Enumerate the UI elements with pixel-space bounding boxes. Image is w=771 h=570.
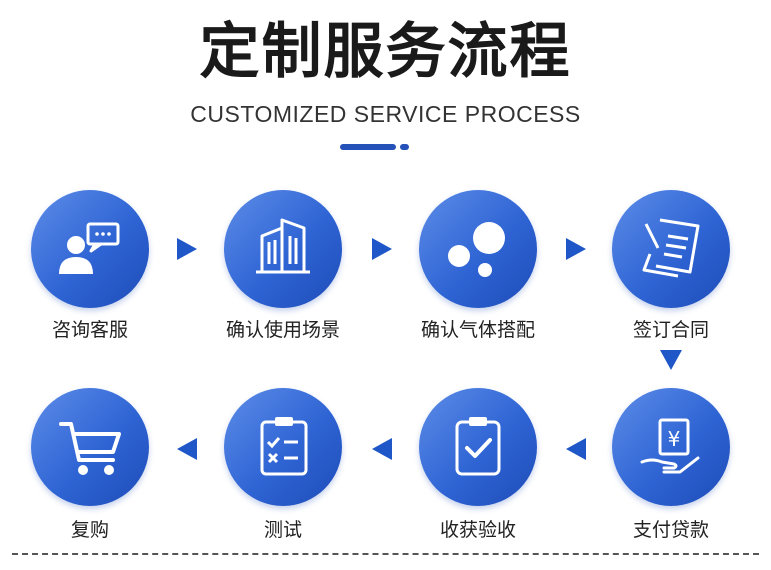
arrow-right-icon (372, 238, 392, 260)
step-contract-circle (612, 190, 730, 308)
step-label: 确认气体搭配 (420, 319, 535, 341)
step-scenario-circle (224, 190, 342, 308)
arrow-down-icon (660, 350, 682, 370)
step-label: 支付贷款 (632, 519, 709, 541)
step-consult-circle (31, 190, 149, 308)
buildings-icon (256, 218, 310, 274)
page-subtitle: CUSTOMIZED SERVICE PROCESS (190, 101, 581, 127)
customer-service-chat-icon (59, 222, 120, 274)
svg-text:¥: ¥ (668, 427, 681, 451)
step-gas-circle (419, 190, 537, 308)
arrow-right-icon (177, 238, 197, 260)
step-test-circle (224, 388, 342, 506)
contract-sign-icon (642, 218, 700, 278)
title-underline-long (340, 144, 396, 150)
arrow-left-icon (177, 438, 197, 460)
clipboard-check-icon (455, 417, 501, 476)
page-title: 定制服务流程 (199, 17, 572, 87)
arrow-right-icon (566, 238, 586, 260)
step-repurchase-circle (31, 388, 149, 506)
step-label: 收获验收 (439, 519, 516, 541)
step-label: 签订合同 (632, 319, 709, 341)
step-label: 复购 (70, 519, 109, 541)
step-label: 确认使用场景 (225, 319, 340, 341)
arrow-left-icon (566, 438, 586, 460)
payment-hand-icon: ¥ (640, 418, 700, 474)
arrow-left-icon (372, 438, 392, 460)
title-underline-dot (400, 144, 409, 150)
shopping-cart-icon (59, 422, 121, 475)
test-checklist-icon (260, 417, 308, 476)
step-label: 咨询客服 (51, 319, 128, 341)
step-label: 测试 (263, 519, 302, 541)
step-acceptance-circle (419, 388, 537, 506)
dashed-divider (12, 553, 759, 555)
step-payment-circle: ¥ (612, 388, 730, 506)
gas-bubbles-icon (448, 222, 505, 277)
